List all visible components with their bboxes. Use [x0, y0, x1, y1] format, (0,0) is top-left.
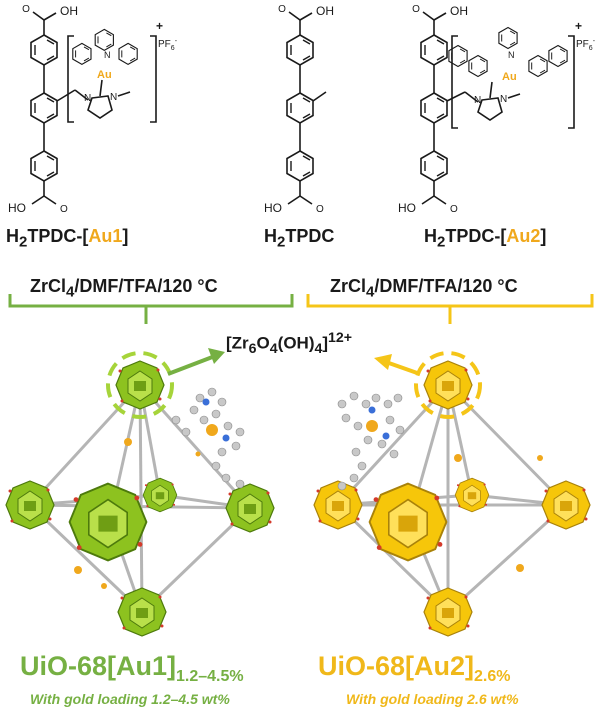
ligand-name-tpdc: H2TPDC	[264, 226, 335, 251]
counterion-1: PF6-	[158, 38, 178, 52]
conditions-right: ZrCl4/DMF/TFA/120 °C	[330, 276, 518, 301]
product-name-au1: UiO-68[Au1]1.2–4.5%	[20, 651, 244, 685]
svg-text:O: O	[22, 4, 30, 15]
n-atom: N	[474, 95, 481, 106]
product-name-au2: UiO-68[Au2]2.6%	[318, 651, 511, 685]
svg-text:O: O	[450, 204, 458, 215]
n-atom: N	[84, 93, 91, 104]
svg-text:O: O	[278, 4, 286, 15]
charge-1: +	[156, 19, 163, 33]
ligand-tpdc-structure: O OH O HO	[264, 4, 334, 215]
zr-cluster-formula: [Zr6O4(OH)4]12+	[226, 330, 353, 358]
carboxyl-ho-label: HO	[264, 201, 282, 215]
carboxyl-ho-label: HO	[398, 201, 416, 215]
ligand-name-au2: H2TPDC-[Au2]	[424, 226, 547, 251]
conditions-left: ZrCl4/DMF/TFA/120 °C	[30, 276, 218, 301]
svg-text:O: O	[316, 204, 324, 215]
n-atom: N	[500, 94, 507, 105]
framework-au2	[313, 351, 591, 637]
svg-text:O: O	[60, 204, 68, 215]
carboxyl-oh-label: OH	[316, 4, 334, 18]
charge-2: +	[575, 19, 582, 33]
svg-text:O: O	[412, 4, 420, 15]
carboxyl-oh-label: OH	[450, 4, 468, 18]
framework-au1	[5, 348, 275, 637]
ligand-au2-structure: O OH O HO N N Au N + PF6-	[398, 4, 596, 215]
n-atom: N	[110, 92, 117, 103]
carboxyl-oh-label: OH	[60, 4, 78, 18]
gold-atom-label-2: Au	[502, 71, 517, 83]
counterion-2: PF6-	[576, 38, 596, 52]
green-bracket	[8, 294, 294, 308]
gold-atom-label-1: Au	[97, 69, 112, 81]
loading-au2: With gold loading 2.6 wt%	[346, 691, 519, 707]
carboxyl-ho-label: HO	[8, 201, 26, 215]
n-atom: N	[104, 50, 111, 60]
ligand-name-au1: H2TPDC-[Au1]	[6, 226, 129, 251]
loading-au1: With gold loading 1.2–4.5 wt%	[30, 691, 230, 707]
ligand-au1-structure: O OH O HO N N Au N + PF6-	[8, 4, 178, 215]
n-atom: N	[508, 50, 515, 60]
